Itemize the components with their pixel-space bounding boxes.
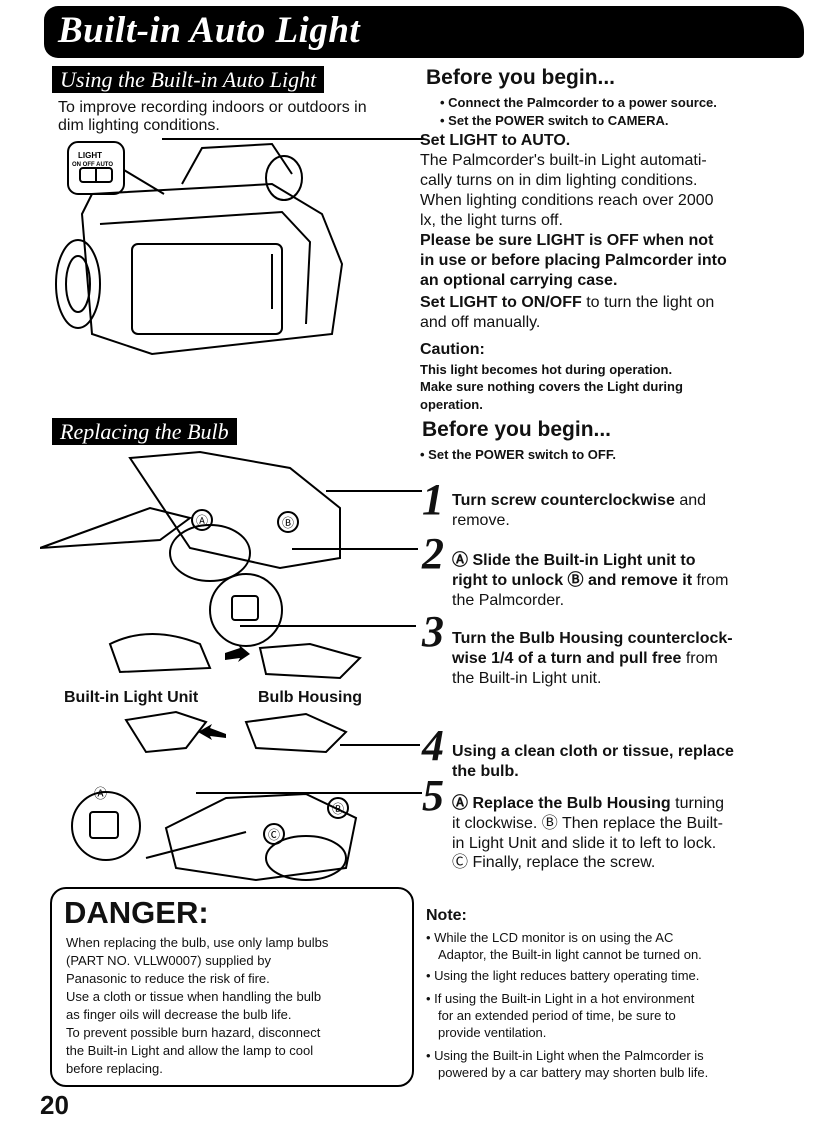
auto-desc-1: The Palmcorder's built-in Light automati… xyxy=(420,152,707,169)
section-heading-replacing: Replacing the Bulb xyxy=(52,418,237,445)
before-heading-replacing: Before you begin... xyxy=(422,418,612,441)
leader-line xyxy=(292,548,418,550)
before-heading-using: Before you begin... xyxy=(426,66,616,89)
step-number-2: 2 xyxy=(422,529,444,578)
manual-instruction-2: and off manually. xyxy=(420,314,541,331)
caution-line-3: operation. xyxy=(420,397,483,412)
leader-line xyxy=(196,792,422,794)
note-item-3a: • If using the Built-in Light in a hot e… xyxy=(426,991,695,1006)
page-title: Built-in Auto Light xyxy=(58,10,361,51)
step-5-line-2: it clockwise. Ⓑ Then replace the Built- xyxy=(452,815,723,832)
before-item-power-off: • Set the POWER switch to OFF. xyxy=(420,447,616,462)
note-item-3b: for an extended period of time, be sure … xyxy=(438,1008,676,1023)
caution-heading: Caution: xyxy=(420,341,485,358)
step-text: turning xyxy=(670,795,725,812)
callout-a-top: Ⓐ xyxy=(196,514,208,528)
leader-line xyxy=(340,744,420,746)
note-item-4a: • Using the Built-in Light when the Palm… xyxy=(426,1048,704,1063)
step-2-line-3: the Palmcorder. xyxy=(452,592,565,609)
off-warning-1: Please be sure LIGHT is OFF when not xyxy=(420,232,714,249)
note-item-1a: • While the LCD monitor is on using the … xyxy=(426,930,674,945)
step-5-line-1: Ⓐ Replace the Bulb Housing turning xyxy=(452,794,724,813)
section-heading-using: Using the Built-in Auto Light xyxy=(52,66,325,93)
camcorder-illustration: LIGHT ON OFF AUTO xyxy=(55,141,344,356)
manual-instruction: Set LIGHT to ON/OFF to turn the light on xyxy=(420,293,714,312)
label-built-in-light-unit: Built-in Light Unit xyxy=(64,689,199,706)
set-auto-instruction: Set LIGHT to AUTO. xyxy=(420,132,571,149)
manual-bold: Set LIGHT to ON/OFF xyxy=(420,294,582,311)
auto-desc-4: lx, the light turns off. xyxy=(420,212,563,229)
danger-line-6: To prevent possible burn hazard, disconn… xyxy=(66,1025,321,1040)
replace-illustration-top: Ⓐ Ⓑ xyxy=(40,450,362,680)
step-text: and xyxy=(674,492,707,509)
danger-line-4: Use a cloth or tissue when handling the … xyxy=(66,989,322,1004)
intro-line-1: To improve recording indoors or outdoors… xyxy=(58,99,367,116)
switch-positions: ON OFF AUTO xyxy=(72,162,113,168)
caution-line-1: This light becomes hot during operation. xyxy=(420,362,673,377)
step-5-line-4: Ⓒ Finally, replace the screw. xyxy=(452,854,656,871)
step-number-3: 3 xyxy=(422,607,444,656)
danger-title: DANGER: xyxy=(64,895,209,930)
intro-line-2: dim lighting conditions. xyxy=(58,117,220,134)
callout-c-bottom: Ⓒ xyxy=(268,828,280,842)
step-number-5: 5 xyxy=(422,771,444,820)
leader-line xyxy=(240,625,416,627)
before-item-power-camera: • Set the POWER switch to CAMERA. xyxy=(440,113,669,128)
step-3-line-1: Turn the Bulb Housing counterclock- xyxy=(452,630,733,647)
step-text-bold: right to unlock Ⓑ and remove it xyxy=(452,572,693,589)
replace-illustration-bottom: Ⓐ Ⓑ Ⓒ xyxy=(71,710,358,882)
step-4-line-2: the bulb. xyxy=(452,763,519,780)
note-heading: Note: xyxy=(426,907,467,924)
manual-rest: to turn the light on xyxy=(581,294,715,311)
switch-label: LIGHT xyxy=(78,151,102,160)
step-2-line-2: right to unlock Ⓑ and remove it from xyxy=(452,571,728,590)
note-item-4b: powered by a car battery may shorten bul… xyxy=(438,1065,709,1080)
callout-a-bottom: Ⓐ xyxy=(94,786,107,801)
step-3-line-2: wise 1/4 of a turn and pull free from xyxy=(452,649,718,668)
before-item-power-source: • Connect the Palmcorder to a power sour… xyxy=(440,95,717,110)
page-number: 20 xyxy=(40,1090,69,1120)
caution-line-2: Make sure nothing covers the Light durin… xyxy=(420,379,683,394)
step-4-line-1: Using a clean cloth or tissue, replace xyxy=(452,743,734,760)
off-warning-3: an optional carrying case. xyxy=(420,272,618,289)
step-text-bold: Turn screw counterclockwise xyxy=(452,492,675,509)
step-text-bold: wise 1/4 of a turn and pull free xyxy=(452,650,682,667)
leader-line xyxy=(162,138,424,140)
danger-line-7: the Built-in Light and allow the lamp to… xyxy=(66,1043,314,1058)
step-number-4: 4 xyxy=(422,721,444,770)
label-bulb-housing: Bulb Housing xyxy=(258,689,362,706)
note-item-1b: Adaptor, the Built-in light cannot be tu… xyxy=(438,947,702,962)
step-1-line-2: remove. xyxy=(452,512,510,529)
danger-line-5: as finger oils will decrease the bulb li… xyxy=(66,1007,292,1022)
danger-line-3: Panasonic to reduce the risk of fire. xyxy=(66,971,270,986)
danger-line-1: When replacing the bulb, use only lamp b… xyxy=(66,935,329,950)
callout-b-bottom: Ⓑ xyxy=(332,802,344,816)
auto-desc-2: cally turns on in dim lighting condition… xyxy=(420,172,698,189)
step-2-line-1: Ⓐ Slide the Built-in Light unit to xyxy=(452,552,696,569)
title-bar xyxy=(44,6,804,58)
off-warning-2: in use or before placing Palmcorder into xyxy=(420,252,727,269)
step-text-bold: Ⓐ Replace the Bulb Housing xyxy=(452,795,671,812)
danger-box xyxy=(50,887,414,1087)
danger-line-8: before replacing. xyxy=(66,1061,163,1076)
step-text: from xyxy=(692,572,729,589)
callout-b-top: Ⓑ xyxy=(282,516,294,530)
step-5-line-3: in Light Unit and slide it to left to lo… xyxy=(452,835,717,852)
leader-line xyxy=(326,490,422,492)
step-1-line-1: Turn screw counterclockwise and xyxy=(452,491,706,510)
step-text: from xyxy=(681,650,718,667)
note-item-3c: provide ventilation. xyxy=(438,1025,547,1040)
step-3-line-3: the Built-in Light unit. xyxy=(452,670,602,687)
auto-desc-3: When lighting conditions reach over 2000 xyxy=(420,192,714,209)
note-item-2: • Using the light reduces battery operat… xyxy=(426,968,700,983)
danger-line-2: (PART NO. VLLW0007) supplied by xyxy=(66,953,271,968)
step-number-1: 1 xyxy=(422,475,444,524)
